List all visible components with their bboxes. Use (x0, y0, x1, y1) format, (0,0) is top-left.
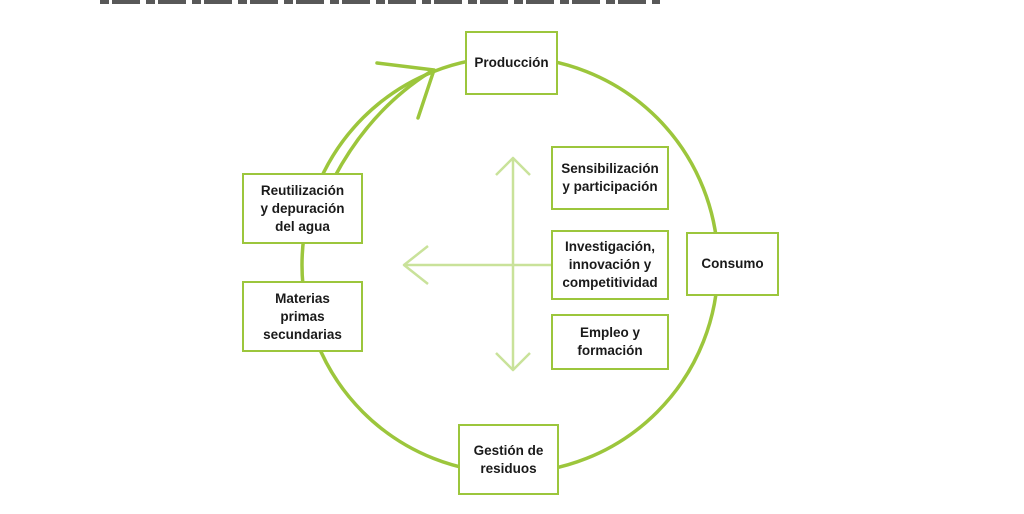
node-sensibilizacion: Sensibilización y participación (551, 146, 669, 210)
node-investigacion: Investigación, innovación y competitivid… (551, 230, 669, 300)
node-materias-primas: Materias primas secundarias (242, 281, 363, 352)
node-empleo: Empleo y formación (551, 314, 669, 370)
cropped-heading-remnant (100, 0, 660, 4)
cycle-arrow-icon (332, 61, 436, 180)
node-consumo: Consumo (686, 232, 779, 296)
node-produccion: Producción (465, 31, 558, 95)
left-arrow-icon (402, 245, 553, 285)
node-reutilizacion-agua: Reutilización y depuración del agua (242, 173, 363, 244)
node-gestion-residuos: Gestión de residuos (458, 424, 559, 495)
